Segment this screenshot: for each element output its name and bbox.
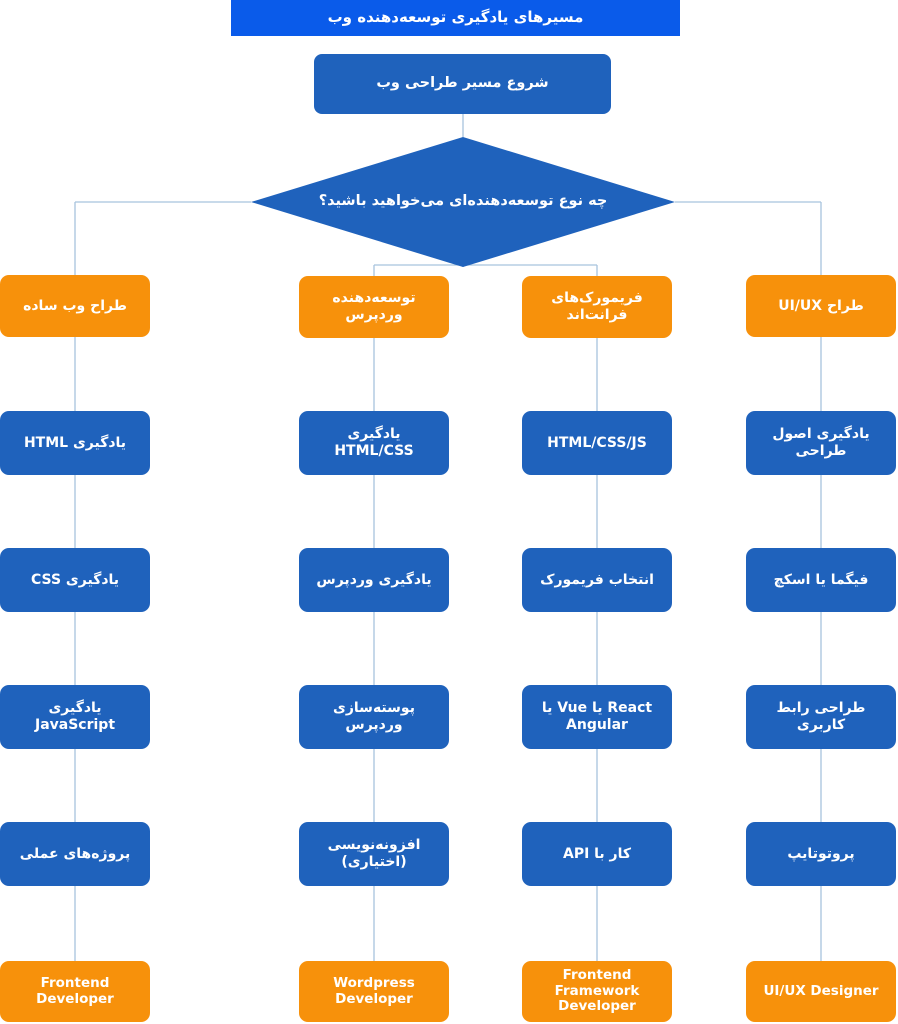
step-node-3-3[interactable]: React یا Vue یا Angular <box>522 685 672 749</box>
step-node-3-2[interactable]: انتخاب فریمورک <box>522 548 672 612</box>
step-node-2-3[interactable]: پوسته‌سازی وردپرس <box>299 685 449 749</box>
step-node-1-2[interactable]: یادگیری CSS <box>0 548 150 612</box>
outcome-node-2[interactable]: Wordpress Developer <box>299 961 449 1022</box>
diagram-title: مسیرهای یادگیری توسعه‌دهنده وب <box>231 0 680 36</box>
step-node-4-4[interactable]: پروتوتایپ <box>746 822 896 886</box>
decision-label: چه نوع توسعه‌دهنده‌ای می‌خواهید باشید؟ <box>318 193 608 210</box>
step-node-2-2[interactable]: یادگیری وردپرس <box>299 548 449 612</box>
step-node-4-2[interactable]: فیگما یا اسکچ <box>746 548 896 612</box>
step-node-1-1[interactable]: یادگیری HTML <box>0 411 150 475</box>
decision-node[interactable]: چه نوع توسعه‌دهنده‌ای می‌خواهید باشید؟ <box>251 137 675 267</box>
branch-node-2[interactable]: توسعه‌دهنده وردپرس <box>299 276 449 338</box>
step-node-1-3[interactable]: یادگیری JavaScript <box>0 685 150 749</box>
step-node-2-1[interactable]: یادگیری HTML/CSS <box>299 411 449 475</box>
step-node-3-1[interactable]: HTML/CSS/JS <box>522 411 672 475</box>
step-node-1-4[interactable]: پروژه‌های عملی <box>0 822 150 886</box>
step-node-3-4[interactable]: کار با API <box>522 822 672 886</box>
step-node-4-3[interactable]: طراحی رابط کاربری <box>746 685 896 749</box>
step-node-2-4[interactable]: افزونه‌نویسی (اختیاری) <box>299 822 449 886</box>
branch-node-3[interactable]: فریمورک‌های فرانت‌اند <box>522 276 672 338</box>
start-node[interactable]: شروع مسیر طراحی وب <box>314 54 611 114</box>
branch-node-4[interactable]: طراح UI/UX <box>746 275 896 337</box>
step-node-4-1[interactable]: یادگیری اصول طراحی <box>746 411 896 475</box>
outcome-node-1[interactable]: Frontend Developer <box>0 961 150 1022</box>
outcome-node-4[interactable]: UI/UX Designer <box>746 961 896 1022</box>
outcome-node-3[interactable]: Frontend Framework Developer <box>522 961 672 1022</box>
branch-node-1[interactable]: طراح وب ساده <box>0 275 150 337</box>
